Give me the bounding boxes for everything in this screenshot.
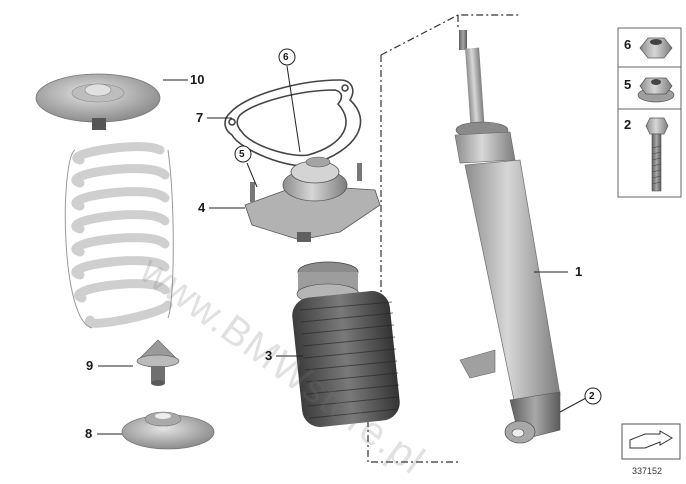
shock-absorber-part[interactable]: [454, 30, 561, 444]
callout-4: 4: [198, 200, 206, 215]
strut-mount-part[interactable]: [244, 156, 381, 242]
callout-7: 7: [196, 110, 204, 125]
legend-label-2: 2: [624, 117, 632, 132]
lower-spring-pad-part[interactable]: [121, 411, 215, 450]
assembly-frame: [367, 14, 520, 463]
callout-10: 10: [190, 72, 205, 87]
callout-1: 1: [575, 264, 583, 279]
hex-nut-flanged-part[interactable]: [637, 77, 675, 103]
dust-boot-part[interactable]: [290, 261, 401, 429]
leader-lines: [97, 65, 587, 435]
gasket-part[interactable]: [224, 79, 362, 167]
callout-8: 8: [85, 426, 93, 441]
upper-spring-seat-part[interactable]: [35, 73, 161, 130]
hex-bolt-part[interactable]: [645, 117, 669, 192]
bump-stop-part[interactable]: [136, 339, 180, 386]
callout-5: 5: [239, 149, 245, 160]
coil-spring-outline: [64, 149, 174, 329]
callout-circles: [234, 48, 602, 405]
reference-box: [621, 423, 681, 460]
legend-label-5: 5: [624, 77, 632, 92]
callout-3: 3: [265, 348, 273, 363]
callout-9: 9: [86, 358, 94, 373]
reference-number: 337152: [632, 466, 663, 476]
coil-spring-part[interactable]: [71, 142, 173, 328]
hex-nut-part[interactable]: [639, 37, 673, 59]
callout-2: 2: [589, 391, 595, 402]
legend-label-6: 6: [624, 37, 632, 52]
callout-6: 6: [283, 52, 289, 63]
